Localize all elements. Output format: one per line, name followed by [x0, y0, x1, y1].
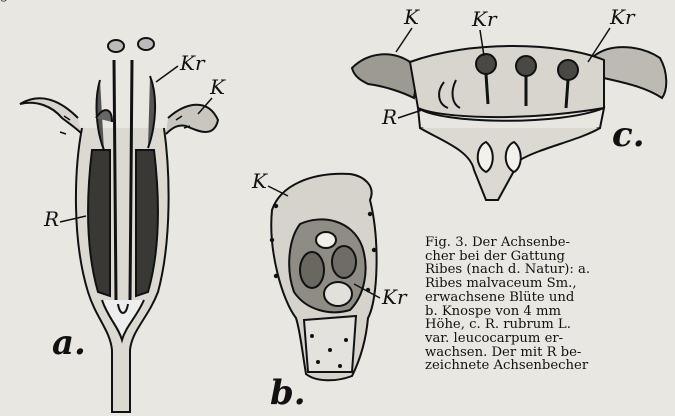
- figure-caption: Fig. 3. Der Achsenbe- cher bei der Gattu…: [425, 236, 675, 373]
- panel-letter-b: b.: [270, 373, 306, 413]
- caption-line: Ribes (nach d. Natur): a.: [425, 263, 675, 277]
- label-petal-c-2: Kr: [609, 5, 636, 29]
- caption-line: b. Knospe von 4 mm: [425, 305, 675, 319]
- label-receptacle-c: R: [381, 105, 397, 129]
- panel-b-bud-drawing: [270, 174, 377, 380]
- caption-line: Fig. 3. Der Achsenbe-: [425, 236, 675, 250]
- caption-line: var. leucocarpum er-: [425, 332, 675, 346]
- caption-line: zeichnete Achsenbecher: [425, 359, 675, 373]
- label-petal-a: Kr: [179, 51, 206, 75]
- caption-line: erwachsene Blüte und: [425, 291, 675, 305]
- caption-line: Ribes malvaceum Sm.,: [425, 277, 675, 291]
- label-receptacle-a: R: [43, 207, 59, 231]
- label-sepal-c: K: [403, 5, 420, 29]
- caption-line: wachsen. Der mit R be-: [425, 346, 675, 360]
- caption-line: Höhe, c. R. rubrum L.: [425, 318, 675, 332]
- label-petal-b: Kr: [381, 285, 408, 309]
- panel-letter-a: a.: [52, 323, 86, 363]
- label-sepal-b: K: [251, 169, 268, 193]
- label-petal-c-1: Kr: [471, 7, 498, 31]
- caption-line: cher bei der Gattung: [425, 250, 675, 264]
- panel-letter-c: c.: [612, 115, 645, 155]
- label-sepal-a: K: [209, 75, 226, 99]
